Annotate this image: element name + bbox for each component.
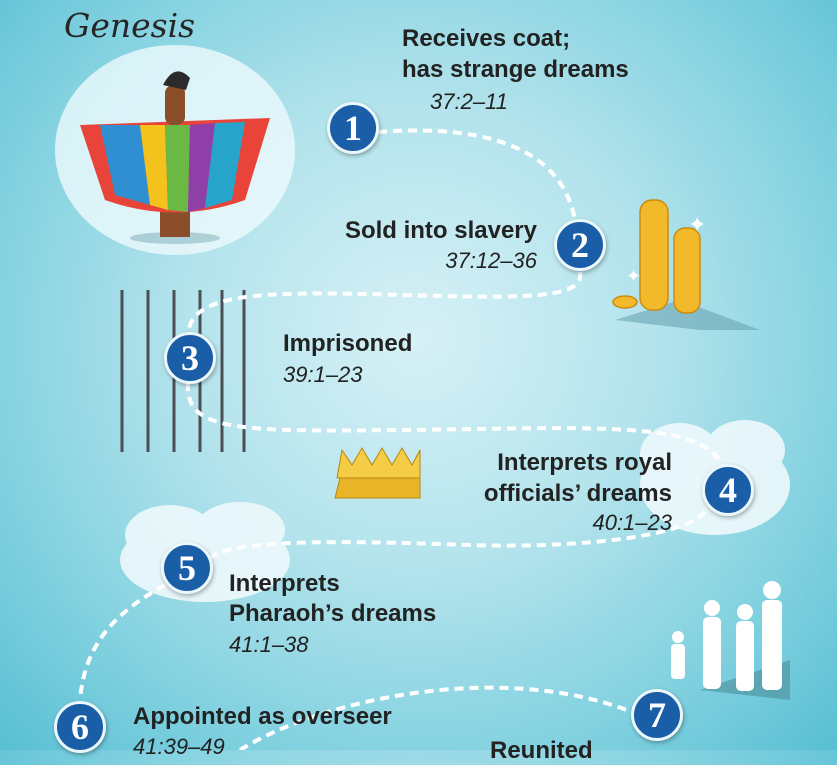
step-7-label: Reunited	[490, 737, 593, 764]
step-3-reference: 39:1–23	[283, 362, 363, 387]
step-1-reference: 37:2–11	[430, 89, 508, 114]
step-2-reference: 37:12–36	[445, 248, 537, 273]
step-5-label-line-2: Pharaoh’s dreams	[229, 600, 437, 627]
step-1-label-line-1: Receives coat;	[402, 25, 571, 52]
step-4-label-line-1: Interprets royal	[497, 449, 672, 476]
svg-text:✦: ✦	[626, 266, 641, 286]
step-6-label: Appointed as overseer	[133, 703, 392, 730]
step-4-label-line-2: officials’ dreams	[483, 480, 672, 507]
svg-text:✦: ✦	[688, 212, 706, 237]
step-1-badge: 1	[327, 102, 379, 154]
coins-icon: ✦ ✦	[612, 199, 760, 330]
step-6-badge: 6	[54, 701, 106, 753]
step-3-badge: 3	[164, 332, 216, 384]
step-5-reference: 41:1–38	[229, 632, 309, 657]
journey-path	[78, 128, 724, 750]
step-4-reference: 40:1–23	[592, 510, 672, 535]
step-1-label-line-2: has strange dreams	[402, 56, 629, 83]
step-7-badge: 7	[631, 689, 683, 741]
step-4-badge: 4	[702, 464, 754, 516]
step-3-label: Imprisoned	[283, 330, 413, 357]
crown-icon	[334, 447, 421, 499]
step-5-badge: 5	[161, 542, 213, 594]
joseph-figure-icon	[80, 71, 270, 244]
book-title: Genesis	[64, 6, 196, 45]
step-6-reference: 41:39–49	[133, 734, 225, 759]
step-2-label: Sold into slavery	[344, 217, 537, 244]
family-silhouette-icon	[671, 581, 790, 700]
step-2-badge: 2	[554, 219, 606, 271]
step-5-label-line-1: Interprets	[229, 570, 340, 597]
